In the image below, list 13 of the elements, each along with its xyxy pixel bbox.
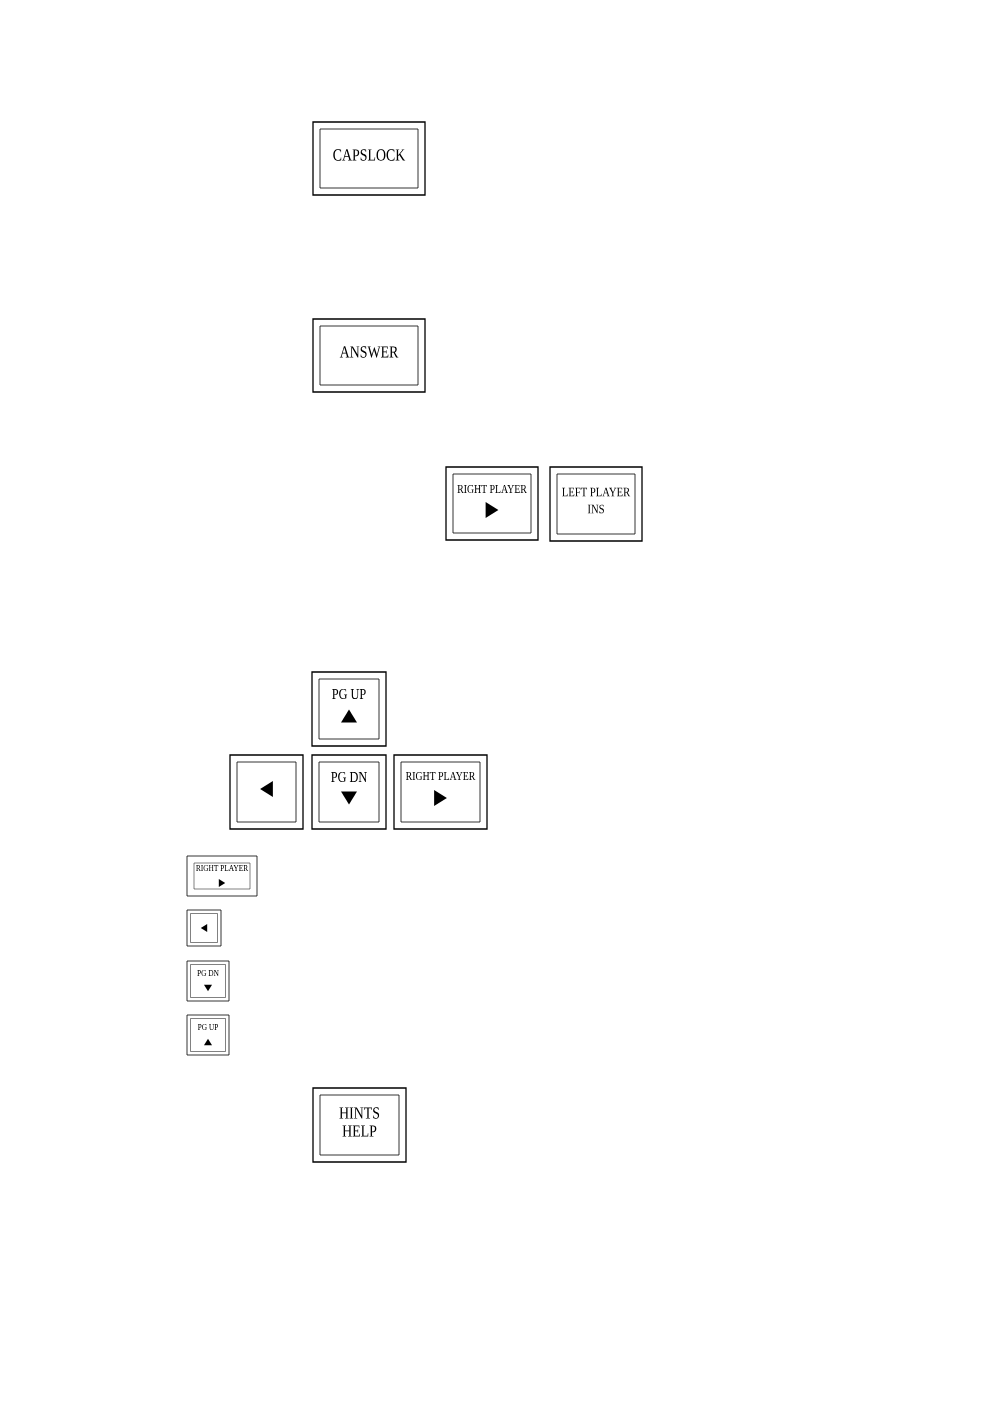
key-button	[186, 909, 222, 947]
key-button: PG UP	[311, 671, 387, 747]
key-button: PG DN	[186, 960, 230, 1002]
key-button	[229, 754, 304, 830]
key-button: RIGHT PLAYER	[393, 754, 488, 830]
key-button: PG DN	[311, 754, 387, 830]
key-button: ANSWER	[312, 318, 426, 393]
key-button: RIGHT PLAYER	[186, 855, 258, 897]
key-button: RIGHT PLAYER	[445, 466, 539, 541]
key-button: HINTS HELP	[312, 1087, 407, 1163]
key-button: CAPSLOCK	[312, 121, 426, 196]
key-button: LEFT PLAYER INS	[549, 466, 643, 542]
key-button: PG UP	[186, 1014, 230, 1056]
